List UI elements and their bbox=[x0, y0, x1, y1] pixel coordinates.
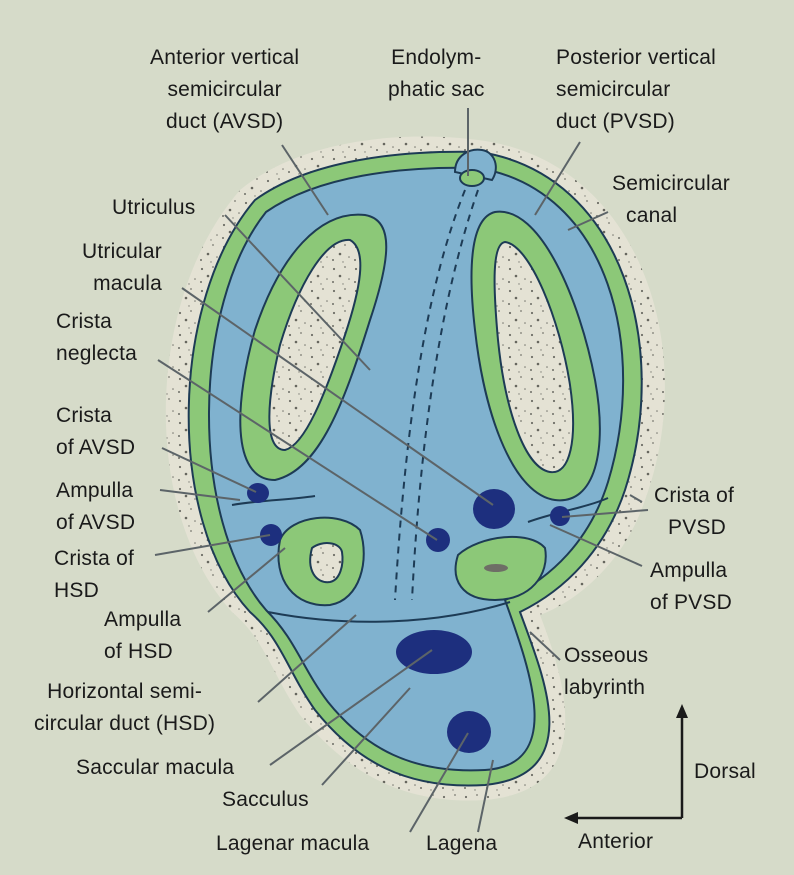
label-crista-avsd-line1: Crista bbox=[56, 400, 135, 432]
hsd-left-inner-bone bbox=[310, 543, 342, 582]
label-semicircular-canal-line2: canal bbox=[612, 200, 730, 232]
label-dorsal-line1: Dorsal bbox=[694, 756, 756, 788]
label-endolymphatic-sac: Endolym- phatic sac bbox=[388, 42, 485, 106]
label-ampulla-hsd-line1: Ampulla bbox=[104, 604, 181, 636]
label-crista-neglecta-line1: Crista bbox=[56, 306, 137, 338]
label-hsd-line2: circular duct (HSD) bbox=[34, 708, 215, 740]
label-anterior: Anterior bbox=[578, 826, 653, 858]
label-crista-neglecta-line2: neglecta bbox=[56, 338, 137, 370]
label-pvsd-line3: duct (PVSD) bbox=[556, 106, 716, 138]
label-pvsd-line1: Posterior vertical bbox=[556, 42, 716, 74]
label-ampulla-pvsd-line1: Ampulla bbox=[650, 555, 732, 587]
label-crista-neglecta: Crista neglecta bbox=[56, 306, 137, 370]
label-avsd-line3: duct (AVSD) bbox=[150, 106, 299, 138]
label-crista-pvsd-line2: PVSD bbox=[654, 512, 734, 544]
label-avsd-line1: Anterior vertical bbox=[150, 42, 299, 74]
label-osseous-labyrinth: Osseous labyrinth bbox=[564, 640, 648, 704]
label-lagenar-macula: Lagenar macula bbox=[216, 828, 369, 860]
label-endolymphatic-line2: phatic sac bbox=[388, 74, 485, 106]
label-lagenar-macula-line1: Lagenar macula bbox=[216, 828, 369, 860]
label-crista-avsd-line2: of AVSD bbox=[56, 432, 135, 464]
label-pvsd-line2: semicircular bbox=[556, 74, 716, 106]
label-ampulla-hsd-line2: of HSD bbox=[104, 636, 181, 668]
orientation-arrows bbox=[564, 704, 688, 824]
label-utricular-macula: Utricular macula bbox=[82, 236, 162, 300]
label-utricular-macula-line2: macula bbox=[82, 268, 162, 300]
label-saccular-macula-line1: Saccular macula bbox=[76, 752, 234, 784]
crista-of-hsd bbox=[260, 524, 282, 546]
label-osseous-line2: labyrinth bbox=[564, 672, 648, 704]
label-semicircular-canal: Semicircular canal bbox=[612, 168, 730, 232]
label-crista-hsd: Crista of HSD bbox=[54, 543, 134, 607]
label-anterior-line1: Anterior bbox=[578, 826, 653, 858]
label-dorsal: Dorsal bbox=[694, 756, 756, 788]
label-crista-hsd-line2: HSD bbox=[54, 575, 134, 607]
label-pvsd: Posterior vertical semicircular duct (PV… bbox=[556, 42, 716, 138]
label-utricular-macula-line1: Utricular bbox=[82, 236, 162, 268]
label-ampulla-avsd-line2: of AVSD bbox=[56, 507, 135, 539]
label-osseous-line1: Osseous bbox=[564, 640, 648, 672]
label-crista-hsd-line1: Crista of bbox=[54, 543, 134, 575]
label-lagena: Lagena bbox=[426, 828, 497, 860]
label-crista-pvsd: Crista of PVSD bbox=[654, 480, 734, 544]
crista-of-avsd bbox=[247, 483, 269, 503]
label-crista-pvsd-line1: Crista of bbox=[654, 480, 734, 512]
label-saccular-macula: Saccular macula bbox=[76, 752, 234, 784]
hsd-right-inner-bone bbox=[484, 564, 508, 572]
crista-neglecta bbox=[426, 528, 450, 552]
endolymphatic-sac-opening bbox=[460, 170, 484, 186]
lagenar-macula bbox=[447, 711, 491, 753]
label-ampulla-pvsd: Ampulla of PVSD bbox=[650, 555, 732, 619]
label-ampulla-pvsd-line2: of PVSD bbox=[650, 587, 732, 619]
label-ampulla-hsd: Ampulla of HSD bbox=[104, 604, 181, 668]
label-endolymphatic-line1: Endolym- bbox=[388, 42, 485, 74]
label-lagena-line1: Lagena bbox=[426, 828, 497, 860]
label-utriculus-line1: Utriculus bbox=[112, 192, 195, 224]
label-ampulla-avsd: Ampulla of AVSD bbox=[56, 475, 135, 539]
label-sacculus: Sacculus bbox=[222, 784, 309, 816]
label-sacculus-line1: Sacculus bbox=[222, 784, 309, 816]
label-avsd-line2: semicircular bbox=[150, 74, 299, 106]
label-hsd-line1: Horizontal semi- bbox=[34, 676, 215, 708]
label-semicircular-canal-line1: Semicircular bbox=[612, 168, 730, 200]
label-avsd: Anterior vertical semicircular duct (AVS… bbox=[150, 42, 299, 138]
label-hsd: Horizontal semi- circular duct (HSD) bbox=[34, 676, 215, 740]
label-crista-avsd: Crista of AVSD bbox=[56, 400, 135, 464]
label-utriculus: Utriculus bbox=[112, 192, 195, 224]
label-ampulla-avsd-line1: Ampulla bbox=[56, 475, 135, 507]
